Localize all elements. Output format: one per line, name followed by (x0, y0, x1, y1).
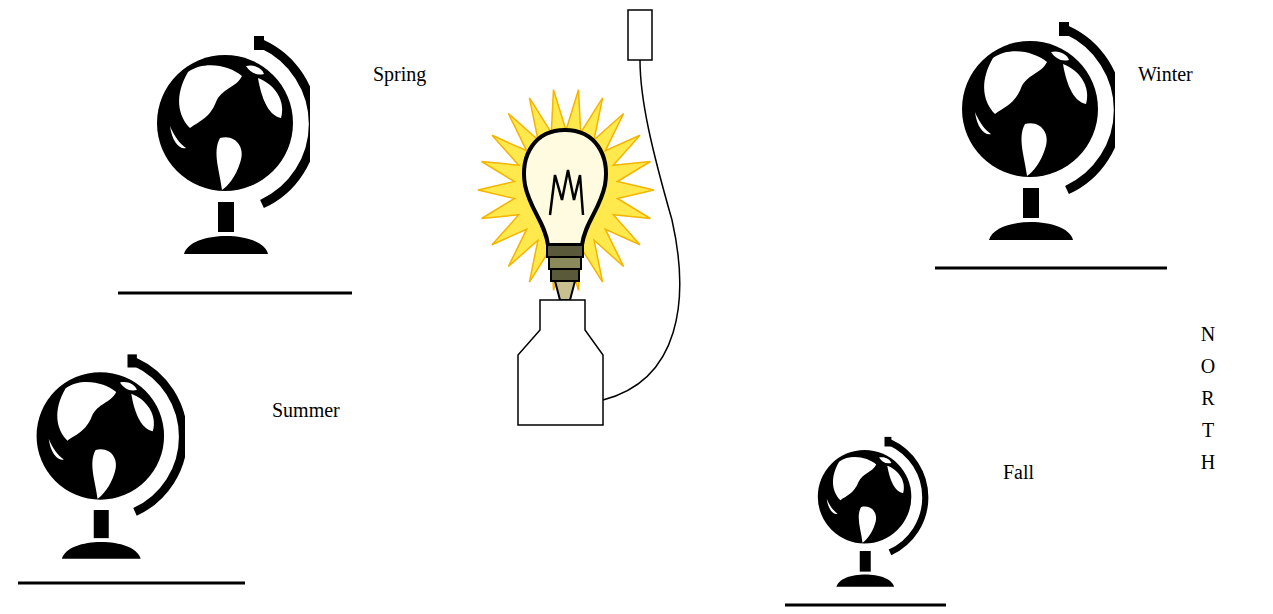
season-label: Fall (1003, 460, 1034, 484)
season-label: Summer (272, 398, 340, 422)
season-label: Winter (1138, 62, 1193, 86)
season-label: Spring (373, 62, 426, 86)
direction-label: NORTH (1198, 318, 1218, 478)
